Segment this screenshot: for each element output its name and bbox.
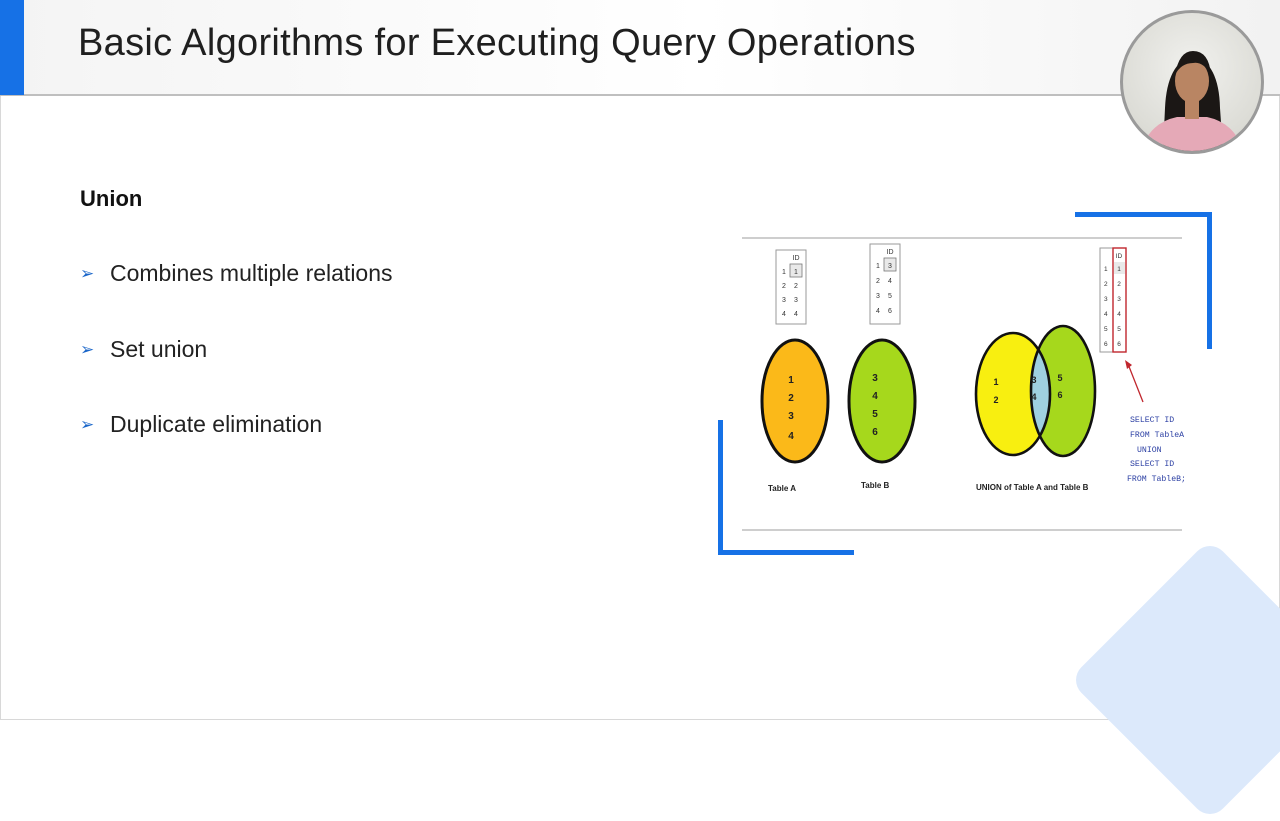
set-b-value: 3 <box>872 373 878 384</box>
union-table-header: ID <box>1116 253 1123 260</box>
frame-accent-right <box>1207 212 1212 349</box>
venn-left-outline <box>974 331 1052 457</box>
union-table-cell: 4 <box>1104 311 1108 318</box>
union-diagram: ID 1 1 2 2 3 3 4 4 ID 1 3 2 4 3 5 4 6 <box>740 236 1186 534</box>
sql-query: SELECT ID FROM TableA UNION SELECT ID FR… <box>1127 416 1186 484</box>
set-a-ellipse <box>760 338 830 464</box>
title-band <box>0 0 1280 96</box>
set-b-ellipse <box>847 338 917 464</box>
set-a-value: 3 <box>788 411 794 422</box>
set-a-label: Table A <box>768 484 796 493</box>
venn-right-outline <box>1029 324 1097 458</box>
table-b-cell: 4 <box>876 308 880 315</box>
bullet-item: ➢ Combines multiple relations <box>80 260 393 287</box>
venn-left-ellipse <box>976 333 1050 455</box>
set-b-value: 6 <box>872 427 878 438</box>
frame-accent-top <box>1075 212 1212 217</box>
result-pointer-arrow <box>1127 363 1144 403</box>
set-b-label: Table B <box>861 481 890 490</box>
union-table-cell: 2 <box>1104 281 1108 288</box>
section-heading: Union <box>80 186 143 211</box>
venn-left-value: 1 <box>993 377 998 387</box>
venn-left-value: 2 <box>993 395 998 405</box>
table-a-grid: ID 1 1 2 2 3 3 4 4 <box>775 249 807 325</box>
sql-line: SELECT ID <box>1130 460 1174 469</box>
set-a-value: 4 <box>788 431 794 442</box>
table-a-header: ID <box>793 255 800 262</box>
union-diagram-svg: ID 1 1 2 2 3 3 4 4 ID 1 3 2 4 3 5 4 6 <box>742 237 1186 531</box>
set-a-value: 1 <box>788 375 794 386</box>
frame-accent-left <box>718 420 723 555</box>
arrow-bullet-icon: ➢ <box>80 414 95 434</box>
table-b-cell: 1 <box>876 263 880 270</box>
table-a-cell: 1 <box>782 269 786 276</box>
table-b-cell: 4 <box>888 278 892 285</box>
table-a-cell: 3 <box>794 297 798 304</box>
union-table-cell: 5 <box>1117 326 1121 333</box>
union-table-cell: 6 <box>1104 341 1108 348</box>
union-table-cell: 1 <box>1117 266 1121 273</box>
table-b-cell: 2 <box>876 278 880 285</box>
slide-title: Basic Algorithms for Executing Query Ope… <box>78 22 916 64</box>
union-table-cell: 3 <box>1104 296 1108 303</box>
set-b-value: 4 <box>872 391 878 402</box>
venn-overlap-value: 4 <box>1031 392 1036 402</box>
table-b-grid: ID 1 3 2 4 3 5 4 6 <box>869 243 901 325</box>
table-b-cell: 3 <box>876 293 880 300</box>
venn-label: UNION of Table A and Table B <box>976 483 1089 492</box>
set-a-value: 2 <box>788 393 794 404</box>
arrow-bullet-icon: ➢ <box>80 263 95 283</box>
union-table-cell: 1 <box>1104 266 1108 273</box>
bullet-item: ➢ Duplicate elimination <box>80 411 322 438</box>
union-table-cell: 3 <box>1117 296 1121 303</box>
sql-line: UNION <box>1137 446 1162 455</box>
table-a-cell: 2 <box>794 283 798 290</box>
union-result-grid: ID 1 1 2 2 3 3 4 4 5 5 6 6 <box>1099 247 1127 353</box>
frame-accent-bottom <box>718 550 854 555</box>
sql-line: SELECT ID <box>1130 416 1174 425</box>
table-b-cell: 6 <box>888 308 892 315</box>
bullet-text: Duplicate elimination <box>110 411 323 437</box>
bullet-item: ➢ Set union <box>80 336 207 363</box>
arrow-bullet-icon: ➢ <box>80 339 95 359</box>
venn-right-ellipse <box>1031 326 1095 456</box>
table-b-cell: 3 <box>888 263 892 270</box>
bullet-text: Set union <box>110 336 208 362</box>
table-a-cell: 2 <box>782 283 786 290</box>
table-a-cell: 4 <box>794 311 798 318</box>
union-table-cell: 4 <box>1117 311 1121 318</box>
venn-right-value: 6 <box>1057 390 1062 400</box>
union-table-cell: 6 <box>1117 341 1121 348</box>
sql-line: FROM TableA <box>1130 430 1184 440</box>
set-b-value: 5 <box>872 409 878 420</box>
venn-overlap-value: 3 <box>1031 375 1036 385</box>
title-accent-bar <box>0 0 24 95</box>
presenter-webcam <box>1120 10 1264 154</box>
venn-right-value: 5 <box>1057 373 1062 383</box>
sql-line: FROM TableB; <box>1127 474 1184 484</box>
result-pointer-arrowhead <box>1125 360 1132 369</box>
table-a-cell: 1 <box>794 269 798 276</box>
bullet-text: Combines multiple relations <box>110 260 393 286</box>
union-table-cell: 2 <box>1117 281 1121 288</box>
table-a-cell: 3 <box>782 297 786 304</box>
table-b-cell: 5 <box>888 293 892 300</box>
table-a-cell: 4 <box>782 311 786 318</box>
presenter-video-icon <box>1141 51 1243 151</box>
table-b-header: ID <box>887 249 894 256</box>
union-table-cell: 5 <box>1104 326 1108 333</box>
